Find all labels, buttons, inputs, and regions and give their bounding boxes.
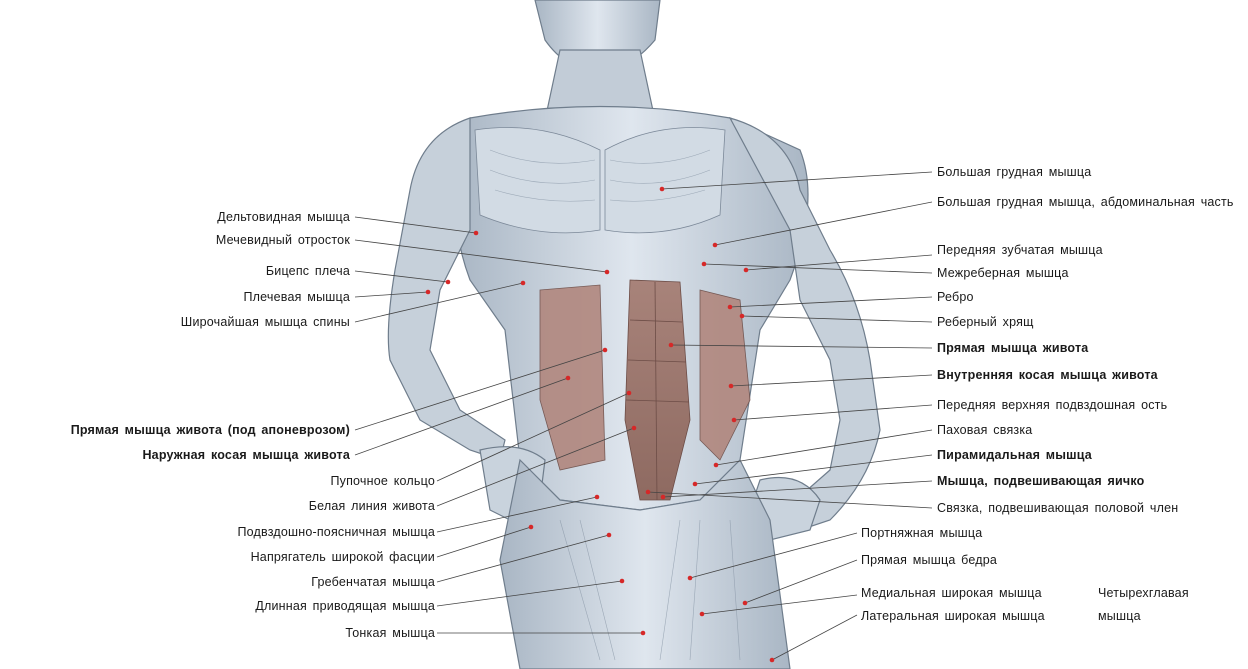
marker-umbilical <box>627 391 632 396</box>
label-sartorius: Портняжная мышца <box>861 526 982 541</box>
label-iliopsoas: Подвздошно-поясничная мышца <box>237 525 435 540</box>
marker-gracilis <box>641 631 646 636</box>
marker-asis <box>732 418 737 423</box>
marker-pectoralis <box>660 187 665 192</box>
label-vastus-lateralis: Латеральная широкая мышца <box>861 609 1045 624</box>
label-suspensory: Связка, подвешивающая половой член <box>937 501 1178 516</box>
label-rectus-under: Прямая мышца живота (под апоневрозом) <box>71 423 350 438</box>
label-deltoid: Дельтовидная мышца <box>217 210 350 225</box>
marker-vastus-lateralis <box>770 658 775 663</box>
label-intercostal: Межреберная мышца <box>937 266 1069 281</box>
marker-pectineus <box>607 533 612 538</box>
marker-rectus-under <box>603 348 608 353</box>
marker-costal-cartilage <box>740 314 745 319</box>
marker-xiphoid <box>605 270 610 275</box>
label-rectus-femoris: Прямая мышца бедра <box>861 553 997 568</box>
label-linea-alba: Белая линия живота <box>309 499 435 514</box>
label-gracilis: Тонкая мышца <box>345 626 435 641</box>
marker-pyramidalis <box>693 482 698 487</box>
label-inguinal: Паховая связка <box>937 423 1032 438</box>
label-pyramidalis: Пирамидальная мышца <box>937 448 1092 463</box>
label-pectoralis: Большая грудная мышца <box>937 165 1091 180</box>
marker-rectus-femoris <box>743 601 748 606</box>
marker-iliopsoas <box>595 495 600 500</box>
leader-inguinal <box>716 430 932 465</box>
label-brachialis: Плечевая мышца <box>244 290 351 305</box>
marker-serratus <box>744 268 749 273</box>
leader-internal-oblique <box>731 375 932 386</box>
label-umbilical: Пупочное кольцо <box>330 474 435 489</box>
label-quadriceps-line1: Четырехглавая <box>1098 586 1189 601</box>
marker-rib <box>728 305 733 310</box>
label-rib: Ребро <box>937 290 974 305</box>
leader-asis <box>734 405 932 420</box>
marker-vastus-medialis <box>700 612 705 617</box>
label-external-oblique: Наружная косая мышца живота <box>142 448 350 463</box>
label-serratus: Передняя зубчатая мышца <box>937 243 1103 258</box>
label-latissimus: Широчайшая мышца спины <box>181 315 350 330</box>
label-rectus: Прямая мышца живота <box>937 341 1088 356</box>
label-adductor: Длинная приводящая мышца <box>255 599 435 614</box>
marker-external-oblique <box>566 376 571 381</box>
label-cremaster: Мышца, подвешивающая яичко <box>937 474 1145 489</box>
marker-internal-oblique <box>729 384 734 389</box>
label-vastus-medialis: Медиальная широкая мышца <box>861 586 1042 601</box>
marker-linea-alba <box>632 426 637 431</box>
label-xiphoid: Мечевидный отросток <box>216 233 350 248</box>
label-internal-oblique: Внутренняя косая мышца живота <box>937 368 1158 383</box>
label-biceps: Бицепс плеча <box>266 264 350 279</box>
marker-sartorius <box>688 576 693 581</box>
marker-biceps <box>446 280 451 285</box>
label-pectoralis-abd: Большая грудная мышца, абдоминальная час… <box>937 195 1247 210</box>
marker-cremaster <box>661 495 666 500</box>
marker-pectoralis-abd <box>713 243 718 248</box>
marker-rectus <box>669 343 674 348</box>
label-asis: Передняя верхняя подвздошная ость <box>937 398 1167 413</box>
marker-latissimus <box>521 281 526 286</box>
marker-inguinal <box>714 463 719 468</box>
marker-deltoid <box>474 231 479 236</box>
marker-tensor <box>529 525 534 530</box>
label-tensor: Напрягатель широкой фасции <box>251 550 435 565</box>
marker-intercostal <box>702 262 707 267</box>
label-costal-cartilage: Реберный хрящ <box>937 315 1034 330</box>
marker-brachialis <box>426 290 431 295</box>
marker-adductor <box>620 579 625 584</box>
label-pectineus: Гребенчатая мышца <box>311 575 435 590</box>
label-quadriceps-line2: мышца <box>1098 609 1141 624</box>
marker-suspensory <box>646 490 651 495</box>
